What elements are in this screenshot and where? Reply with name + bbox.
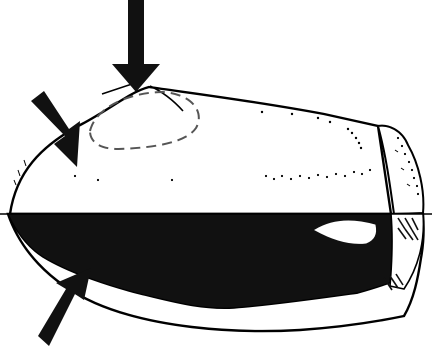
object-diagram xyxy=(0,0,432,358)
diagram-figure xyxy=(0,0,432,358)
